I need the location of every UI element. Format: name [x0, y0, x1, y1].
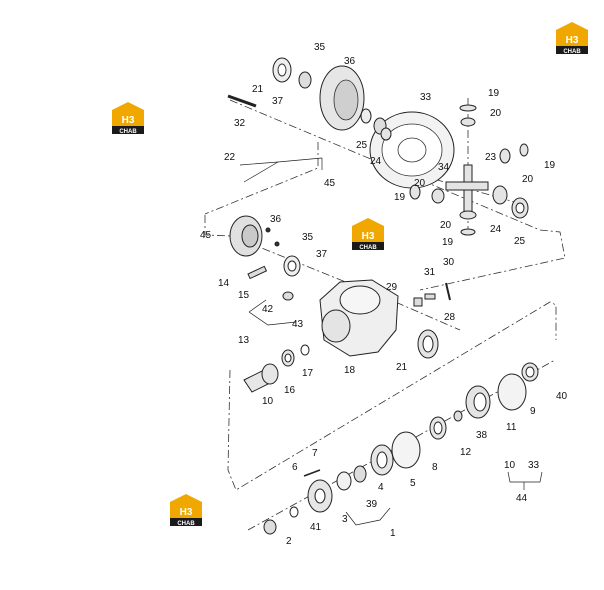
label-19: 19 [442, 237, 454, 248]
logo-caption: CHAB [563, 49, 581, 55]
bearing-12 [429, 410, 463, 440]
legend-33: 33 [528, 460, 540, 471]
label-17: 17 [302, 368, 314, 379]
label-28: 28 [444, 312, 456, 323]
label-32: 32 [234, 118, 246, 129]
fitting-29-31 [413, 282, 451, 307]
label-37: 37 [272, 96, 284, 107]
leader-lines [239, 157, 543, 526]
label-36: 36 [270, 214, 282, 225]
label-5: 5 [410, 478, 416, 489]
label-25: 25 [356, 140, 368, 151]
bearing-21 [417, 329, 439, 359]
output-flange-parts [263, 431, 421, 535]
logo-caption: CHAB [119, 129, 137, 135]
label-41: 41 [310, 522, 322, 533]
label-8: 8 [432, 462, 438, 473]
label-43: 43 [292, 319, 304, 330]
ring-gear-33 [369, 111, 455, 189]
watermark-logo-2: H3 CHAB [556, 22, 588, 55]
label-20: 20 [522, 174, 534, 185]
label-29: 29 [386, 282, 398, 293]
logo-caption: CHAB [359, 245, 377, 251]
label-14: 14 [218, 278, 230, 289]
logo-text: H3 [566, 35, 579, 46]
part-labels: 35 36 21 37 32 33 19 20 25 24 22 45 34 2… [200, 42, 568, 547]
label-45: 45 [200, 230, 212, 241]
label-13: 13 [238, 335, 250, 346]
label-36: 36 [344, 56, 356, 67]
label-22: 22 [224, 152, 236, 163]
label-4: 4 [378, 482, 384, 493]
label-40: 40 [556, 391, 568, 402]
label-7: 7 [312, 448, 318, 459]
label-38: 38 [476, 430, 488, 441]
label-35: 35 [302, 232, 314, 243]
label-2: 2 [286, 536, 292, 547]
label-45: 45 [324, 178, 336, 189]
label-6: 6 [292, 462, 298, 473]
label-25: 25 [514, 236, 526, 247]
label-16: 16 [284, 385, 296, 396]
label-19: 19 [394, 192, 406, 203]
label-23: 23 [485, 152, 497, 163]
label-44: 44 [516, 493, 528, 504]
flange-parts-11-9-40 [465, 362, 539, 419]
label-15: 15 [238, 290, 250, 301]
label-24: 24 [370, 156, 382, 167]
label-35: 35 [314, 42, 326, 53]
label-9: 9 [530, 406, 536, 417]
logo-text: H3 [180, 507, 193, 518]
label-18: 18 [344, 365, 356, 376]
spider-cross [380, 104, 529, 236]
watermark-logo-4: H3 CHAB [170, 494, 202, 527]
label-39: 39 [366, 499, 378, 510]
label-37: 37 [316, 249, 328, 260]
label-21: 21 [252, 84, 264, 95]
label-24: 24 [490, 224, 502, 235]
label-42: 42 [262, 304, 274, 315]
logo-text: H3 [122, 115, 135, 126]
label-10: 10 [262, 396, 274, 407]
logo-caption: CHAB [177, 521, 195, 527]
label-19: 19 [544, 160, 556, 171]
label-30: 30 [443, 257, 455, 268]
label-11: 11 [506, 422, 517, 433]
watermark-logo-3: H3 CHAB [352, 218, 384, 251]
label-21: 21 [396, 362, 408, 373]
label-31: 31 [424, 267, 436, 278]
label-1: 1 [390, 528, 396, 539]
label-20: 20 [414, 178, 426, 189]
label-34: 34 [438, 162, 450, 173]
logo-text: H3 [362, 231, 375, 242]
label-20: 20 [490, 108, 502, 119]
differential-case-half [272, 57, 387, 135]
pinion-10 [243, 344, 310, 393]
label-20: 20 [440, 220, 452, 231]
differential-case-lower [229, 215, 301, 277]
label-33: 33 [420, 92, 432, 103]
label-19: 19 [488, 88, 500, 99]
axle-housing-18 [319, 279, 399, 357]
legend-10: 10 [504, 460, 516, 471]
pin-32 [227, 94, 257, 108]
bolt-15 [247, 265, 294, 301]
label-12: 12 [460, 447, 472, 458]
watermark-logo-1: H3 CHAB [112, 102, 144, 135]
label-3: 3 [342, 514, 348, 525]
